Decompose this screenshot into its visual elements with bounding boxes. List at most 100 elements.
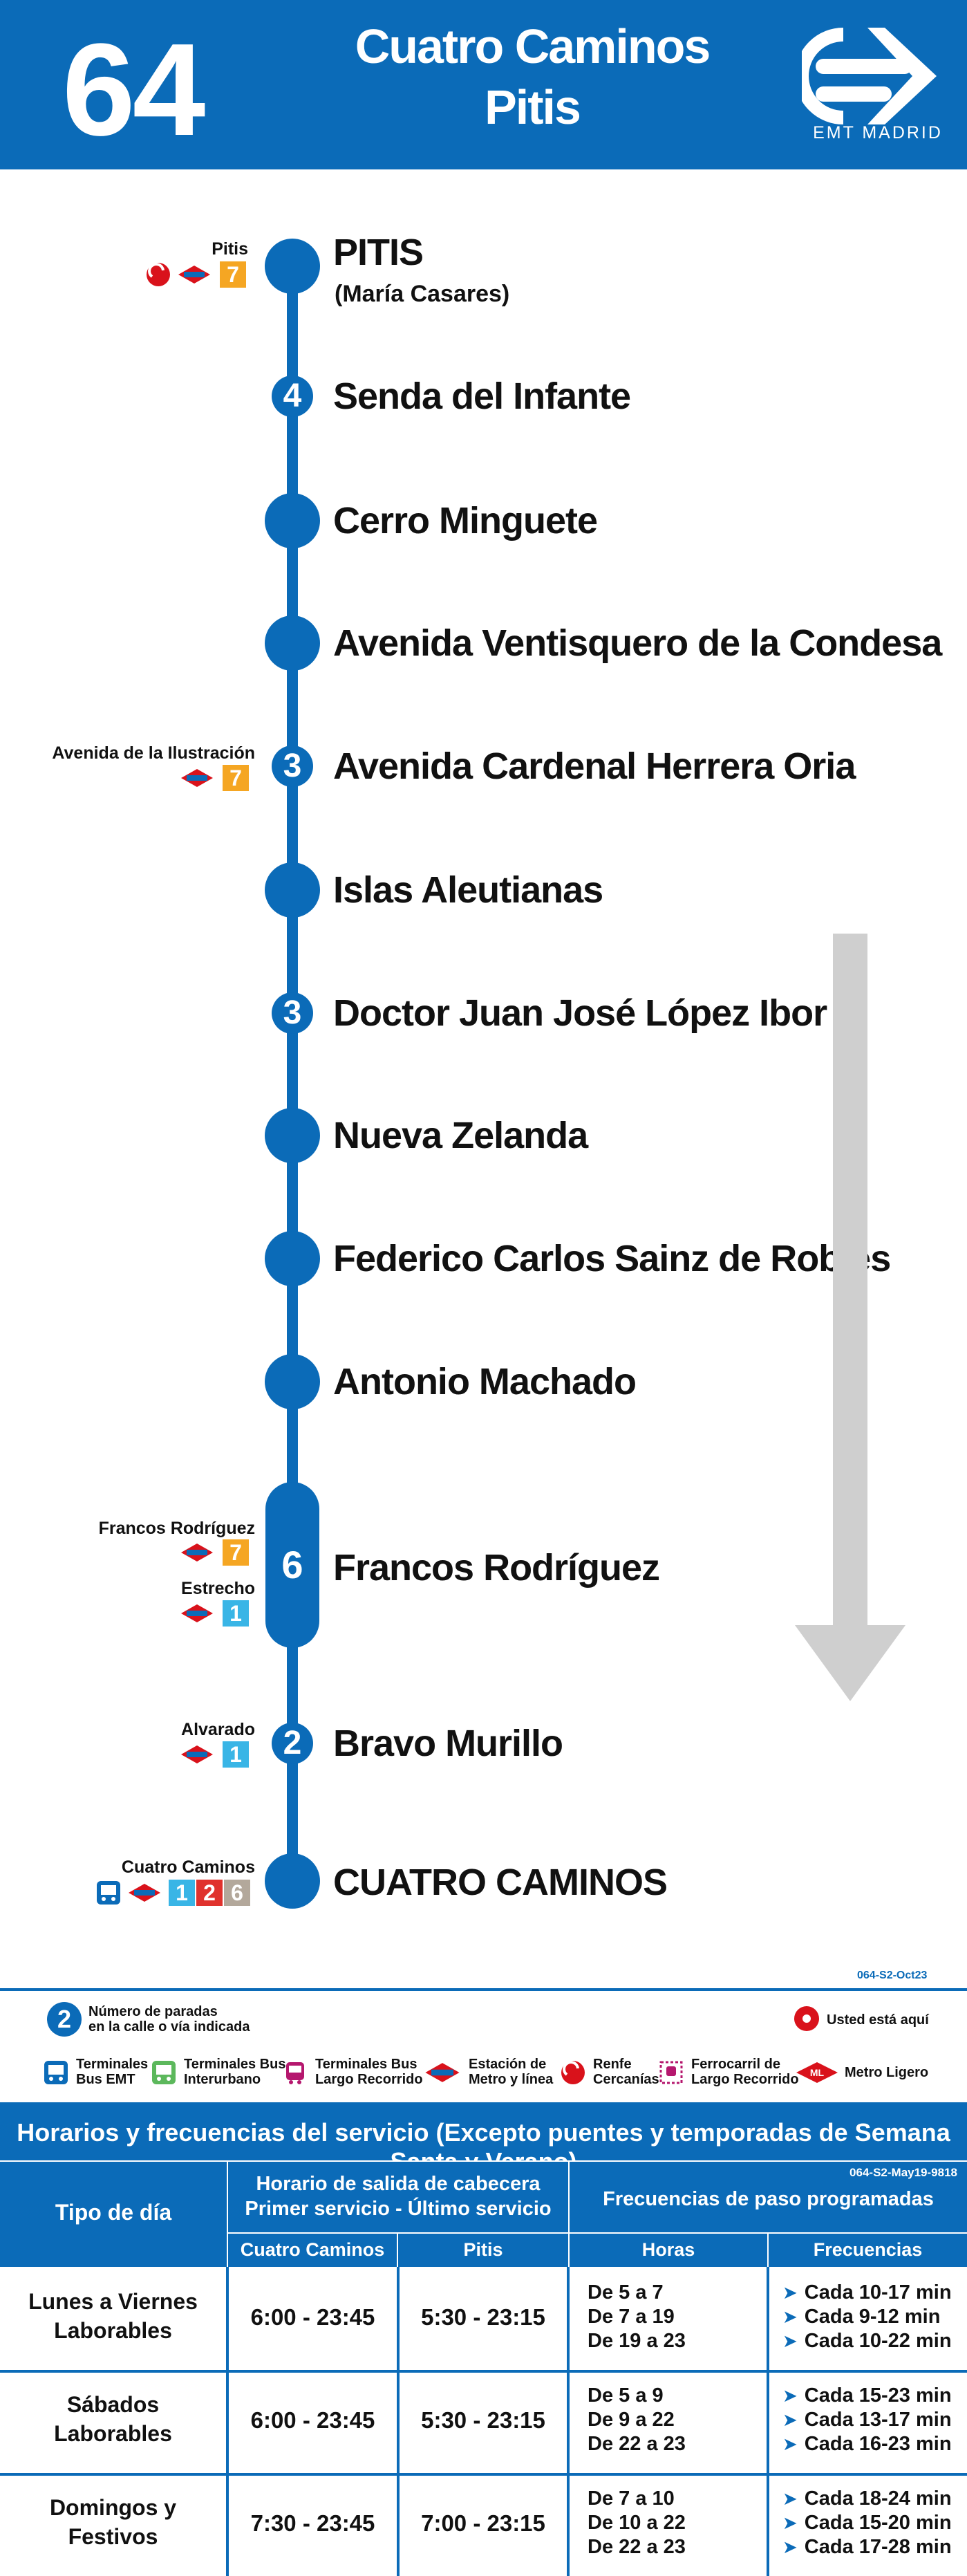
hour-range: De 5 a 7 xyxy=(588,2281,664,2304)
arrow-right-icon: ➤ xyxy=(782,2385,798,2406)
legend-label: Cercanías xyxy=(593,2072,659,2087)
destination-1: Cuatro Caminos xyxy=(355,19,711,73)
col-hours: Horas xyxy=(641,2239,695,2260)
legend-label: Interurbano xyxy=(184,2072,261,2087)
legend-label: Terminales Bus xyxy=(315,2057,417,2072)
schedule-title-bar xyxy=(0,2102,967,2160)
hour-range: De 7 a 10 xyxy=(588,2487,675,2510)
divider xyxy=(767,2267,769,2576)
frequency: Cada 13-17 min xyxy=(804,2409,952,2431)
stop-name: Doctor Juan José López Ibor xyxy=(333,992,827,1034)
stop-count-badge: 4 xyxy=(272,376,313,417)
light-rail-icon: ML xyxy=(796,2062,838,2083)
stop-marker xyxy=(265,1231,320,1286)
connection-label: Pitis xyxy=(212,239,248,259)
stop-name: Avenida Ventisquero de la Condesa xyxy=(333,622,942,664)
table-row: Lunes a Viernes Laborables xyxy=(0,2287,226,2345)
day-type: Domingos y xyxy=(49,2495,177,2520)
metro-line-badge: 7 xyxy=(220,261,246,288)
divider xyxy=(567,2267,570,2576)
metro-line-badge: 2 xyxy=(196,1880,223,1906)
arrow-right-icon: ➤ xyxy=(782,2537,798,2557)
hour-range: De 19 a 23 xyxy=(588,2330,686,2352)
metro-line-badge: 1 xyxy=(223,1741,249,1768)
stop-marker-group xyxy=(265,1482,319,1648)
stop-count-badge: 6 xyxy=(281,1543,303,1586)
metro-icon xyxy=(178,266,210,284)
table-header: Horas xyxy=(570,2234,767,2267)
schedule-code: 064-S2-May19-9818 xyxy=(849,2166,957,2179)
divider xyxy=(0,2370,967,2373)
stop-name: Antonio Machado xyxy=(333,1361,637,1402)
long-distance-bus-icon xyxy=(286,2062,304,2084)
frequency: Cada 15-23 min xyxy=(804,2384,952,2407)
stop-count-badge: 3 xyxy=(272,992,313,1034)
frequency: Cada 16-23 min xyxy=(804,2433,952,2455)
arrow-right-icon: ➤ xyxy=(782,2306,798,2327)
hours-list: De 7 a 10 De 10 a 22 De 22 a 23 xyxy=(588,2487,760,2559)
interurban-bus-icon xyxy=(152,2061,176,2084)
day-type: Laborables xyxy=(54,2318,172,2343)
legend-label: Renfe xyxy=(593,2057,632,2072)
frequency: Cada 9-12 min xyxy=(804,2306,941,2328)
hour-range: De 5 a 9 xyxy=(588,2384,664,2407)
legend-label: Largo Recorrido xyxy=(691,2072,799,2087)
stop-name: PITIS xyxy=(333,232,424,273)
freq-list: ➤Cada 18-24 min ➤Cada 15-20 min ➤Cada 17… xyxy=(782,2487,962,2559)
stop-name: Nueva Zelanda xyxy=(333,1115,588,1156)
line-number: 64 xyxy=(62,17,205,163)
direction-arrow-icon xyxy=(795,934,905,1701)
arrow-right-icon: ➤ xyxy=(782,2409,798,2430)
hours-list: De 5 a 7 De 7 a 19 De 19 a 23 xyxy=(588,2281,760,2353)
divider xyxy=(0,1988,967,1991)
metro-line-badge: 1 xyxy=(223,1600,249,1627)
legend-label: Usted está aquí xyxy=(827,2012,929,2028)
divider xyxy=(767,2234,769,2267)
schedule-title: Horarios y frecuencias del servicio (Exc… xyxy=(17,2118,950,2176)
hour-range: De 22 a 23 xyxy=(588,2433,686,2455)
divider xyxy=(226,2267,229,2576)
frequency: Cada 10-17 min xyxy=(804,2281,952,2304)
stop-count-badge: 2 xyxy=(47,2002,82,2037)
day-type: Lunes a Viernes xyxy=(28,2289,198,2314)
metro-icon xyxy=(181,1604,213,1622)
col-pitis: Pitis xyxy=(463,2239,503,2260)
you-are-here-icon xyxy=(794,2006,819,2031)
hour-range: De 9 a 22 xyxy=(588,2409,675,2431)
stop-subtitle: (María Casares) xyxy=(335,281,510,307)
arrow-right-icon: ➤ xyxy=(782,2434,798,2454)
hours-list: De 5 a 9 De 9 a 22 De 22 a 23 xyxy=(588,2384,760,2456)
frequency: Cada 15-20 min xyxy=(804,2512,952,2534)
legend-code: 064-S2-Oct23 xyxy=(857,1970,928,1981)
col-cuatro: Cuatro Caminos xyxy=(240,2239,385,2260)
bus-terminal-icon xyxy=(97,1881,120,1905)
departure-time: 7:30 - 23:45 xyxy=(250,2510,375,2536)
day-type: Laborables xyxy=(54,2421,172,2446)
legend-label: Terminales xyxy=(76,2057,149,2072)
legend-label: Ferrocarril de xyxy=(691,2057,780,2072)
day-type: Sábados xyxy=(66,2392,160,2417)
metro-icon xyxy=(181,769,213,787)
stop-marker xyxy=(265,615,320,671)
departure-time: 5:30 - 23:15 xyxy=(421,2304,545,2330)
day-type: Festivos xyxy=(68,2524,158,2549)
divider xyxy=(397,2267,400,2576)
arrow-right-icon: ➤ xyxy=(782,2282,798,2303)
col-freq: Frecuencias xyxy=(813,2239,923,2260)
connection-label: Francos Rodríguez xyxy=(98,1519,255,1538)
stop-marker xyxy=(265,862,320,918)
train-icon xyxy=(659,2061,683,2084)
stop-marker xyxy=(265,1354,320,1409)
frequency: Cada 10-22 min xyxy=(804,2330,952,2352)
stop-marker xyxy=(265,239,320,294)
table-row: Domingos y Festivos xyxy=(0,2493,226,2551)
stop-count-badge: 2 xyxy=(272,1723,313,1764)
metro-icon xyxy=(181,1544,213,1562)
stop-name: Avenida Cardenal Herrera Oria xyxy=(333,745,856,787)
table-header: Horario de salida de cabecera Primer ser… xyxy=(228,2162,568,2232)
table-header: Frecuencias xyxy=(769,2234,967,2267)
operator-name: EMT MADRID xyxy=(813,123,943,142)
arrow-right-icon: ➤ xyxy=(782,2512,798,2533)
stop-name: Senda del Infante xyxy=(333,376,631,417)
legend-label: Metro y línea xyxy=(469,2072,554,2087)
